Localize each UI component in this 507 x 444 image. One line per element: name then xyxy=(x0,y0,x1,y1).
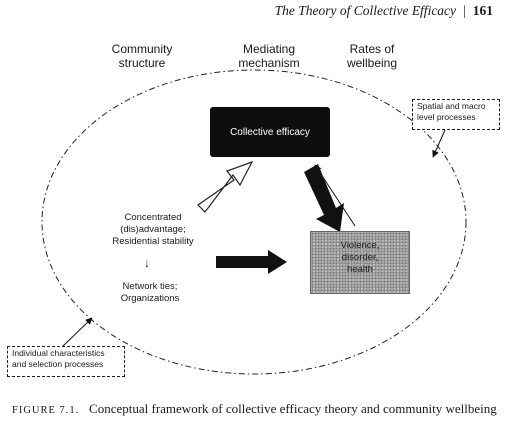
column-heading-rates-of-wellbeing: Rates of wellbeing xyxy=(332,42,412,70)
individual-box-line: Individual characteristics xyxy=(12,348,105,358)
efficacy-to-outcomes-arrow xyxy=(304,164,344,232)
individual-box-line: and selection processes xyxy=(12,359,104,369)
network-line: Network ties; xyxy=(122,281,178,292)
figure-label: FIGURE 7.1. xyxy=(12,405,80,416)
outcome-line: Violence, xyxy=(340,240,380,251)
structure-to-outcomes-arrow xyxy=(216,250,287,274)
running-head-title: The Theory of Collective Efficacy xyxy=(274,3,457,18)
macro-box-line: Spatial and macro xyxy=(417,101,486,111)
down-arrow-icon: ↓ xyxy=(144,256,150,270)
individual-selection-box: Individual characteristics and selection… xyxy=(7,346,125,377)
outcome-line: health xyxy=(347,264,373,275)
outcome-line: disorder, xyxy=(341,252,379,263)
network-ties-text: Network ties; Organizations xyxy=(100,281,200,305)
column-heading-line: Rates of xyxy=(349,42,395,56)
column-heading-line: wellbeing xyxy=(346,56,398,70)
column-heading-line: Mediating xyxy=(242,42,296,56)
structure-line: Concentrated xyxy=(124,212,182,223)
community-structure-text: Concentrated (dis)advantage; Residential… xyxy=(86,212,220,248)
structure-line: (dis)advantage; xyxy=(120,224,186,235)
network-line: Organizations xyxy=(120,293,180,304)
column-heading-mediating-mechanism: Mediating mechanism xyxy=(226,42,312,70)
column-heading-line: mechanism xyxy=(238,56,300,70)
structure-line: Residential stability xyxy=(112,236,194,247)
macro-level-processes-box: Spatial and macro level processes xyxy=(412,99,500,130)
macro-box-line: level processes xyxy=(417,112,476,122)
figure-caption-text: Conceptual framework of collective effic… xyxy=(89,401,497,416)
collective-efficacy-label: Collective efficacy xyxy=(230,126,310,138)
macro-level-pointer xyxy=(432,129,446,158)
page-number: 161 xyxy=(472,3,493,18)
collective-efficacy-box: Collective efficacy xyxy=(210,107,330,157)
column-heading-community-structure: Community structure xyxy=(100,42,184,70)
column-heading-line: Community xyxy=(111,42,173,56)
running-head: The Theory of Collective Efficacy | 161 xyxy=(275,3,493,19)
structure-to-efficacy-arrow xyxy=(197,160,254,213)
community-boundary-ellipse xyxy=(41,69,467,375)
running-head-separator: | xyxy=(463,3,466,18)
wellbeing-outcomes-box: Violence, disorder, health xyxy=(310,231,410,294)
individual-level-pointer xyxy=(61,317,93,348)
column-heading-line: structure xyxy=(118,56,166,70)
figure-caption: FIGURE 7.1. Conceptual framework of coll… xyxy=(12,400,498,420)
